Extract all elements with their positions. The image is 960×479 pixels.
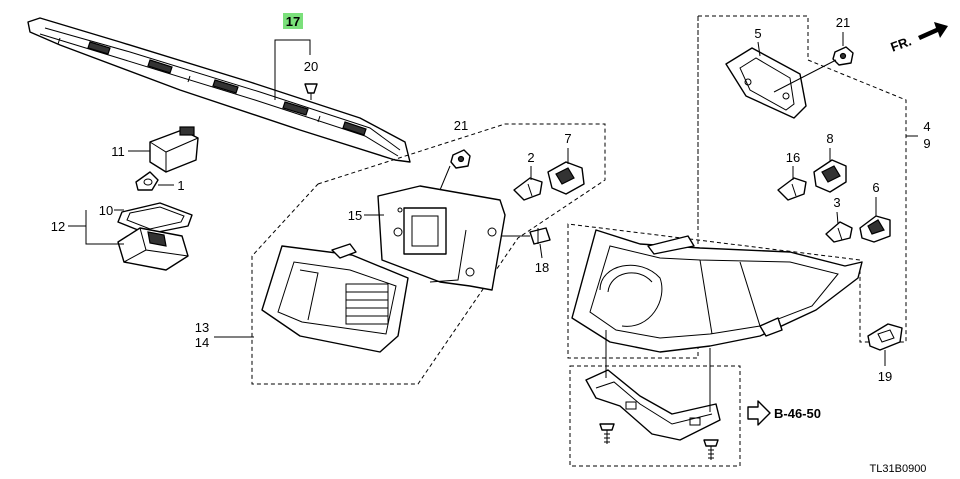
nut-21-inner[interactable] (450, 149, 471, 169)
bulb-3[interactable] (825, 221, 853, 243)
callout-14[interactable]: 14 (195, 335, 209, 350)
bracket-group-boundary (569, 365, 741, 467)
callout-5[interactable]: 5 (754, 26, 761, 41)
leader-15b (429, 229, 467, 283)
leader-18 (539, 243, 543, 259)
garnish-strip[interactable] (27, 17, 411, 163)
socket-8[interactable] (813, 159, 847, 193)
nut-21-outer[interactable] (832, 46, 854, 66)
callout-2[interactable]: 2 (527, 150, 534, 165)
callout-16[interactable]: 16 (786, 150, 800, 165)
callout-3[interactable]: 3 (833, 195, 840, 210)
clip-18[interactable] (529, 227, 551, 245)
screw-left[interactable] (599, 423, 615, 444)
callout-8[interactable]: 8 (826, 131, 833, 146)
gasket-10[interactable] (117, 202, 193, 235)
callout-6[interactable]: 6 (872, 180, 879, 195)
callout-21-inner[interactable]: 21 (454, 118, 468, 133)
diagram-code: TL31B0900 (870, 463, 927, 475)
front-direction-label: FR. (889, 33, 914, 54)
group-4-9-boundary (567, 15, 907, 359)
leader-12 (85, 210, 124, 245)
leader-17 (274, 39, 311, 100)
callout-21-outer[interactable]: 21 (836, 15, 850, 30)
gasket-5[interactable] (725, 47, 807, 119)
reference-arrow[interactable] (747, 400, 771, 426)
callout-11[interactable]: 11 (111, 144, 125, 159)
callout-9[interactable]: 9 (923, 136, 930, 151)
callout-12[interactable]: 12 (51, 219, 65, 234)
callout-17[interactable]: 17 (286, 14, 300, 29)
mounting-bracket[interactable] (585, 369, 721, 441)
reference-code[interactable]: B-46-50 (774, 406, 821, 421)
license-lens[interactable] (117, 227, 189, 271)
clip-20[interactable] (304, 83, 318, 100)
callout-10[interactable]: 10 (99, 203, 113, 218)
socket-6[interactable] (859, 215, 891, 243)
callout-17-highlight (283, 13, 303, 29)
callout-4[interactable]: 4 (923, 119, 930, 134)
socket-7[interactable] (547, 161, 585, 195)
bulb-2[interactable] (513, 177, 543, 201)
callout-1[interactable]: 1 (177, 178, 184, 193)
leader-5 (757, 41, 761, 57)
leader-21-inner (439, 165, 451, 191)
bulb-1[interactable] (135, 171, 159, 191)
callout-15[interactable]: 15 (348, 208, 362, 223)
license-light-socket[interactable] (149, 126, 199, 173)
clip-19[interactable] (867, 323, 903, 351)
callout-18[interactable]: 18 (535, 260, 549, 275)
leader-3 (836, 211, 839, 225)
callout-7[interactable]: 7 (564, 131, 571, 146)
bulb-16[interactable] (777, 177, 807, 201)
leader-21-outer-b (773, 59, 837, 93)
callout-19[interactable]: 19 (878, 369, 892, 384)
inner-taillight[interactable] (261, 243, 409, 353)
inner-housing-15[interactable] (377, 185, 506, 291)
outer-taillight[interactable] (571, 229, 863, 353)
callout-13[interactable]: 13 (195, 320, 209, 335)
front-arrow-icon (918, 22, 948, 40)
screw-right[interactable] (703, 439, 719, 460)
front-direction-indicator: FR. (889, 22, 948, 55)
group-13-14-boundary (251, 123, 606, 385)
callout-20[interactable]: 20 (304, 59, 318, 74)
